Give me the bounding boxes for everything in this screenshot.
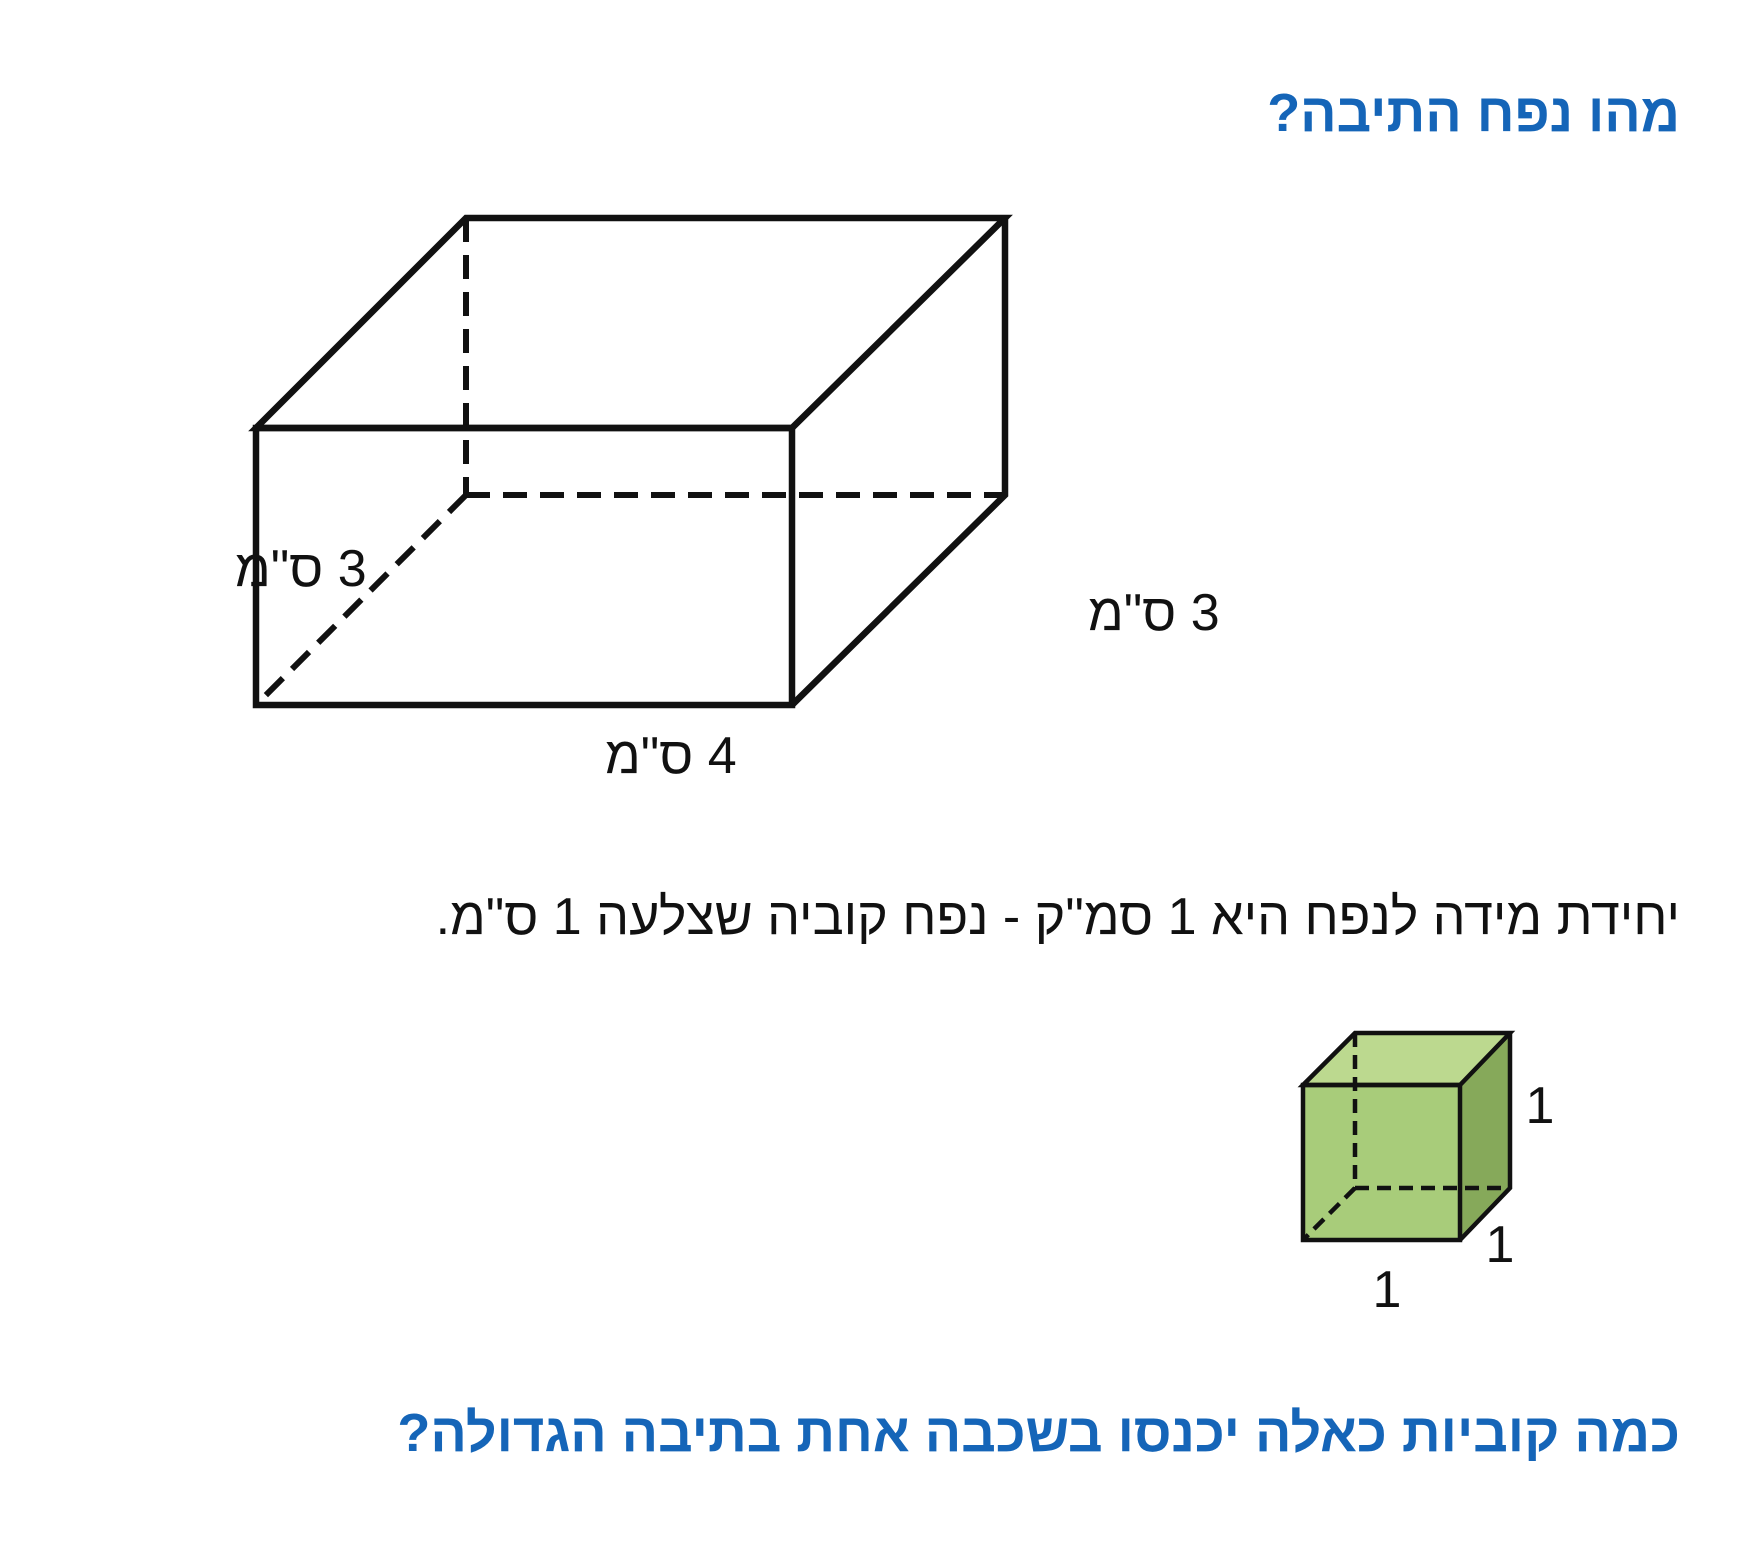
question-layer-title: כמה קוביות כאלה יכנסו בשכבה אחת בתיבה הג… [397,1403,1680,1463]
box-right-face [789,218,1009,708]
unit-definition-text: יחידת מידה לנפח היא 1 סמ"ק - נפח קוביה ש… [435,888,1680,946]
box-visible-edges [248,214,1013,709]
unit-cube-side-outline [1458,1033,1513,1242]
unit-cube [1297,1030,1516,1243]
unit-cube-hidden-depth [1301,1186,1357,1242]
unit-cube-height-label: 1 [1526,1077,1555,1135]
unit-cube-depth-label: 1 [1486,1216,1515,1274]
unit-cube-visible-edges [1297,1030,1516,1243]
unit-cube-front-face [1303,1085,1460,1240]
box-hidden-edge-depth [253,492,469,708]
question-volume-title: מהו נפח התיבה? [1267,83,1680,143]
unit-cube-hidden-edges [1301,1033,1510,1242]
box-height-label: 3 ס"מ [235,540,367,598]
box-top-face [248,214,1013,432]
unit-cube-width-label: 1 [1373,1261,1402,1319]
box-width-label: 4 ס"מ [605,727,737,785]
box-depth-label: 3 ס"מ [1088,584,1220,642]
box-hidden-edges [253,218,1005,708]
